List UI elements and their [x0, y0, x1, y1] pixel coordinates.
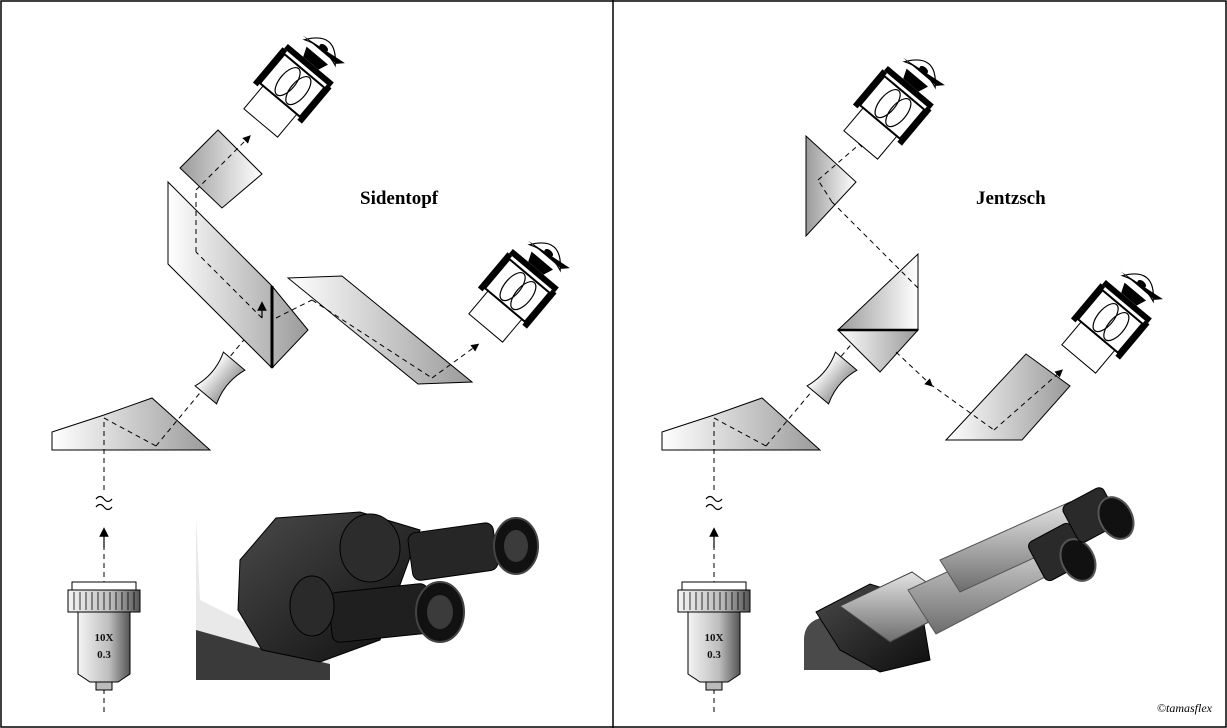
rhomboid-prism-left	[167, 180, 309, 369]
upper-left-prism	[179, 129, 263, 209]
panel-title: Sidentopf	[360, 188, 439, 209]
lower-right-prism	[944, 353, 1071, 441]
base-prism	[661, 397, 822, 451]
credit-text: ©tamasflex	[1157, 701, 1213, 715]
rhomboid-prism-right	[286, 275, 474, 385]
base-prism	[51, 397, 212, 451]
ray-to-eyepiece-upper	[817, 139, 866, 181]
sidentopf-head-photo	[196, 511, 539, 680]
ray-in-lower-prism	[929, 383, 995, 431]
eyepiece-upper	[835, 42, 955, 167]
ray-down-branch	[895, 351, 933, 387]
ray-left-branch	[195, 251, 263, 319]
tube-lens	[194, 351, 246, 405]
objective-aperture: 0.3	[707, 649, 721, 661]
sidentopf-panel: Sidentopf 10X 0.3	[51, 20, 580, 712]
panel-title: Jentzsch	[976, 188, 1046, 209]
ray-in-prism	[713, 417, 767, 447]
eyepiece-lower	[1053, 256, 1173, 381]
tube-lens	[806, 351, 858, 405]
splitter-upper-prism	[836, 252, 919, 331]
break-mark	[95, 495, 113, 511]
ray-in-prism	[103, 417, 157, 447]
upper-prism	[805, 134, 857, 238]
ray-up-branch	[831, 201, 919, 289]
eyepiece-left	[235, 20, 355, 145]
eyepiece-right	[460, 225, 580, 350]
ray-to-eyepiece-lower	[993, 369, 1064, 431]
objective-aperture: 0.3	[97, 649, 111, 661]
ray-to-eyepiece-left	[195, 135, 251, 191]
jentzsch-panel: Jentzsch 10X 0.3	[661, 42, 1213, 715]
jentzsch-head-photo	[804, 487, 1135, 673]
ray-in-rhomboid	[311, 299, 433, 379]
objective-magnification: 10X	[705, 632, 724, 644]
ray-to-eyepiece-right	[431, 343, 480, 379]
break-mark	[705, 495, 723, 511]
ray-right-branch	[275, 299, 313, 319]
ray-in-upper-prism	[817, 179, 833, 203]
objective-magnification: 10X	[95, 632, 114, 644]
